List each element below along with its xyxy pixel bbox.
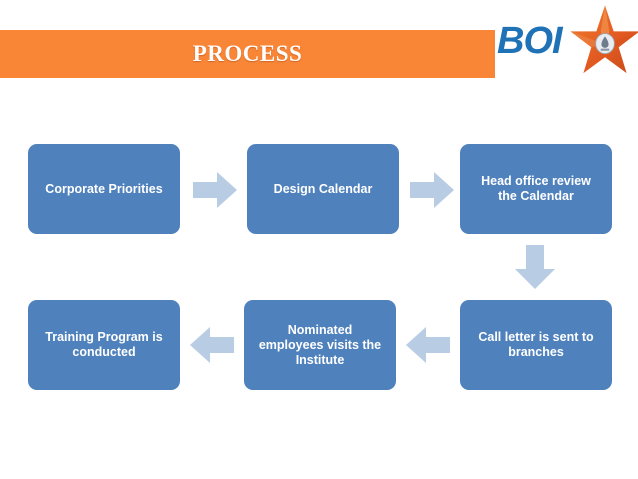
arrow-down-icon — [513, 243, 557, 291]
boi-logo: BOI — [497, 2, 638, 78]
logo-wordmark: BOI — [497, 20, 563, 62]
process-box-corporate-priorities[interactable]: Corporate Priorities — [28, 144, 180, 234]
process-box-nominated-employees[interactable]: Nominated employees visits the Institute — [244, 300, 396, 390]
page-title: PROCESS — [192, 41, 303, 66]
title-banner — [0, 30, 495, 78]
star-icon — [569, 2, 638, 78]
arrow-right-icon — [191, 170, 239, 210]
arrow-left-icon — [404, 325, 452, 365]
arrow-right-icon — [408, 170, 456, 210]
process-box-head-office-review[interactable]: Head office review the Calendar — [460, 144, 612, 234]
arrow-left-icon — [188, 325, 236, 365]
process-box-call-letter[interactable]: Call letter is sent to branches — [460, 300, 612, 390]
process-box-training-program[interactable]: Training Program is conducted — [28, 300, 180, 390]
process-box-design-calendar[interactable]: Design Calendar — [247, 144, 399, 234]
